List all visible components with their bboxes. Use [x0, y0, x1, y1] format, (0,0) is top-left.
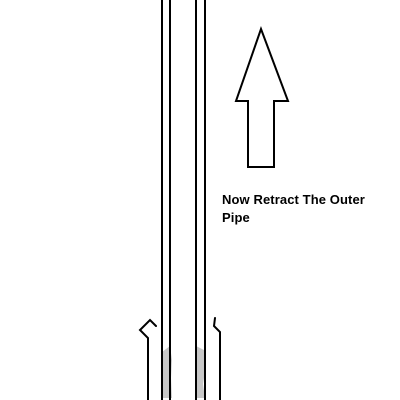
casing-mark-left — [138, 318, 157, 400]
instruction-caption: Now Retract The Outer Pipe — [222, 191, 397, 227]
outer-pipe — [161, 0, 206, 400]
caption-line-1: Now Retract The Outer — [222, 192, 365, 207]
casing-marks — [138, 317, 221, 400]
up-arrow-icon — [234, 26, 290, 168]
inner-pipe — [169, 0, 197, 400]
caption-line-2: Pipe — [222, 210, 250, 225]
pipe-base-residue — [162, 346, 206, 398]
casing-mark-right — [212, 317, 221, 400]
